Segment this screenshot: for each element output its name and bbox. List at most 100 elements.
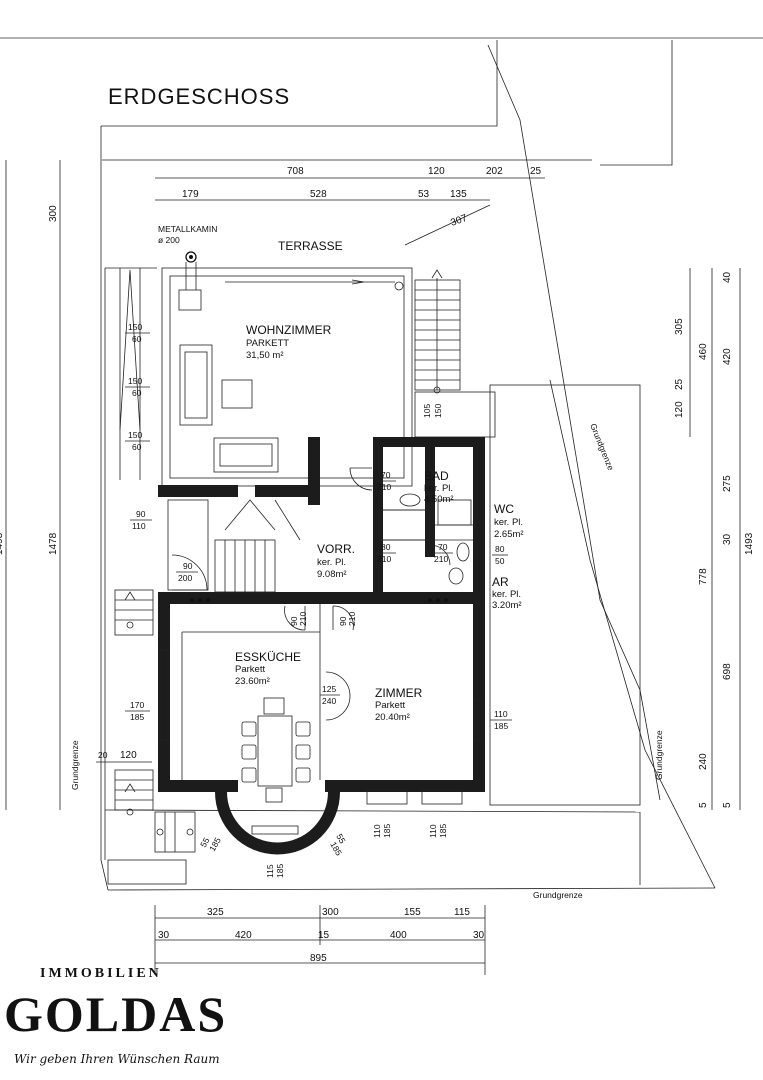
dim-b-420: 420	[235, 930, 252, 941]
svg-text:4.50m²: 4.50m²	[424, 494, 454, 505]
dim-b-325: 325	[207, 907, 224, 918]
dim-left-300: 300	[48, 205, 59, 222]
svg-text:185: 185	[382, 824, 392, 838]
dim-179: 179	[182, 189, 199, 200]
opening-15: 125 240	[320, 684, 340, 706]
property-lines	[100, 40, 716, 891]
dim-b-15: 15	[318, 930, 330, 941]
svg-text:WOHNZIMMER: WOHNZIMMER	[246, 323, 332, 337]
room-bad: BAD ker. Pl. 4.50m²	[424, 469, 454, 505]
svg-text:210: 210	[377, 554, 391, 564]
svg-text:55: 55	[198, 836, 212, 849]
dim-right-1493: 1493	[744, 532, 755, 555]
dim-53: 53	[418, 189, 430, 200]
opening-13: 90 210	[289, 612, 308, 626]
dim-r-5a: 5	[698, 802, 709, 808]
svg-text:2.65m²: 2.65m²	[494, 529, 524, 540]
svg-text:AR: AR	[492, 575, 509, 589]
svg-text:PARKETT: PARKETT	[246, 338, 289, 349]
svg-text:150: 150	[128, 430, 142, 440]
dim-r-778: 778	[698, 568, 709, 585]
opening-18: 115 185	[265, 864, 285, 878]
dim-b-895: 895	[310, 953, 327, 964]
dim-r-120: 120	[674, 401, 685, 418]
opening-19: 110 185	[372, 824, 392, 838]
room-wohnzimmer: WOHNZIMMER PARKETT 31,50 m²	[246, 323, 332, 361]
svg-text:20.40m²: 20.40m²	[375, 712, 410, 723]
svg-text:90: 90	[136, 509, 146, 519]
opening-3: 150 60	[125, 430, 150, 452]
svg-text:ESSKÜCHE: ESSKÜCHE	[235, 650, 301, 664]
plan-title: ERDGESCHOSS	[108, 84, 290, 109]
svg-text:Parkett: Parkett	[235, 664, 265, 675]
label-metallkamin: METALLKAMIN	[158, 224, 217, 234]
svg-text:VORR.: VORR.	[317, 542, 355, 556]
svg-text:150: 150	[433, 404, 443, 418]
opening-17: 55 185	[198, 835, 223, 853]
opening-5: 90 200	[176, 561, 198, 583]
svg-text:110: 110	[372, 824, 382, 838]
opening-14: 90 210	[338, 612, 357, 626]
svg-text:23.60m²: 23.60m²	[235, 676, 270, 687]
dim-307: 307	[449, 213, 469, 229]
right-yard	[489, 384, 641, 806]
dim-r-275: 275	[722, 475, 733, 492]
opening-12: 105 150	[422, 404, 443, 418]
room-esskueche: ESSKÜCHE Parkett 23.60m²	[235, 650, 301, 687]
svg-text:170: 170	[130, 700, 144, 710]
doors	[171, 467, 451, 721]
dimension-lines	[5, 160, 741, 975]
svg-text:60: 60	[132, 442, 142, 452]
svg-text:240: 240	[322, 696, 336, 706]
svg-text:210: 210	[377, 482, 391, 492]
svg-text:210: 210	[347, 612, 357, 626]
dim-top-120: 120	[428, 166, 445, 177]
dim-r-40: 40	[722, 271, 733, 283]
label-kamin-diameter: ø 200	[158, 235, 180, 245]
dim-r-25: 25	[674, 378, 685, 390]
room-wc: WC ker. Pl. 2.65m²	[494, 502, 524, 540]
label-terrasse: TERRASSE	[278, 239, 343, 253]
svg-text:90: 90	[289, 616, 299, 626]
dim-b-30a: 30	[158, 930, 170, 941]
svg-text:BAD: BAD	[424, 469, 449, 483]
svg-text:90: 90	[183, 561, 193, 571]
dim-r-698: 698	[722, 663, 733, 680]
brand-logo-name: GOLDAS	[4, 986, 228, 1042]
opening-21: 55 185	[328, 832, 348, 858]
opening-9: 80 210	[376, 542, 396, 564]
sanitary	[190, 493, 470, 602]
svg-text:60: 60	[132, 334, 142, 344]
svg-text:50: 50	[495, 556, 505, 566]
living-furniture	[179, 344, 279, 473]
dim-b-400: 400	[390, 930, 407, 941]
label-grundgrenze-bottom: Grundgrenze	[533, 890, 583, 900]
svg-text:150: 150	[128, 376, 142, 386]
terrace	[161, 251, 413, 487]
svg-text:80: 80	[495, 544, 505, 554]
entry-stair	[114, 589, 196, 853]
opening-8: 70 210	[376, 470, 396, 492]
dim-b-155: 155	[404, 907, 421, 918]
svg-text:120: 120	[120, 750, 137, 761]
svg-text:185: 185	[275, 864, 285, 878]
opening-6: 170 185	[125, 700, 150, 722]
svg-text:ZIMMER: ZIMMER	[375, 686, 423, 700]
room-ar: AR ker. Pl. 3.20m²	[492, 575, 522, 611]
svg-text:3.20m²: 3.20m²	[492, 600, 522, 611]
dim-r-460: 460	[698, 343, 709, 360]
svg-text:ker. Pl.: ker. Pl.	[492, 589, 521, 600]
svg-text:150: 150	[128, 322, 142, 332]
opening-10: 70 210	[433, 542, 453, 564]
opening-11: 80 50	[492, 544, 508, 566]
room-zimmer: ZIMMER Parkett 20.40m²	[375, 686, 423, 723]
opening-7: 20 120	[96, 750, 152, 763]
dim-b-115: 115	[454, 907, 470, 918]
left-ramp	[119, 268, 141, 480]
opening-4: 90 110	[130, 509, 152, 531]
building-walls	[158, 437, 485, 855]
svg-text:80: 80	[381, 542, 391, 552]
svg-text:31,50 m²: 31,50 m²	[246, 350, 284, 361]
svg-text:200: 200	[178, 573, 192, 583]
